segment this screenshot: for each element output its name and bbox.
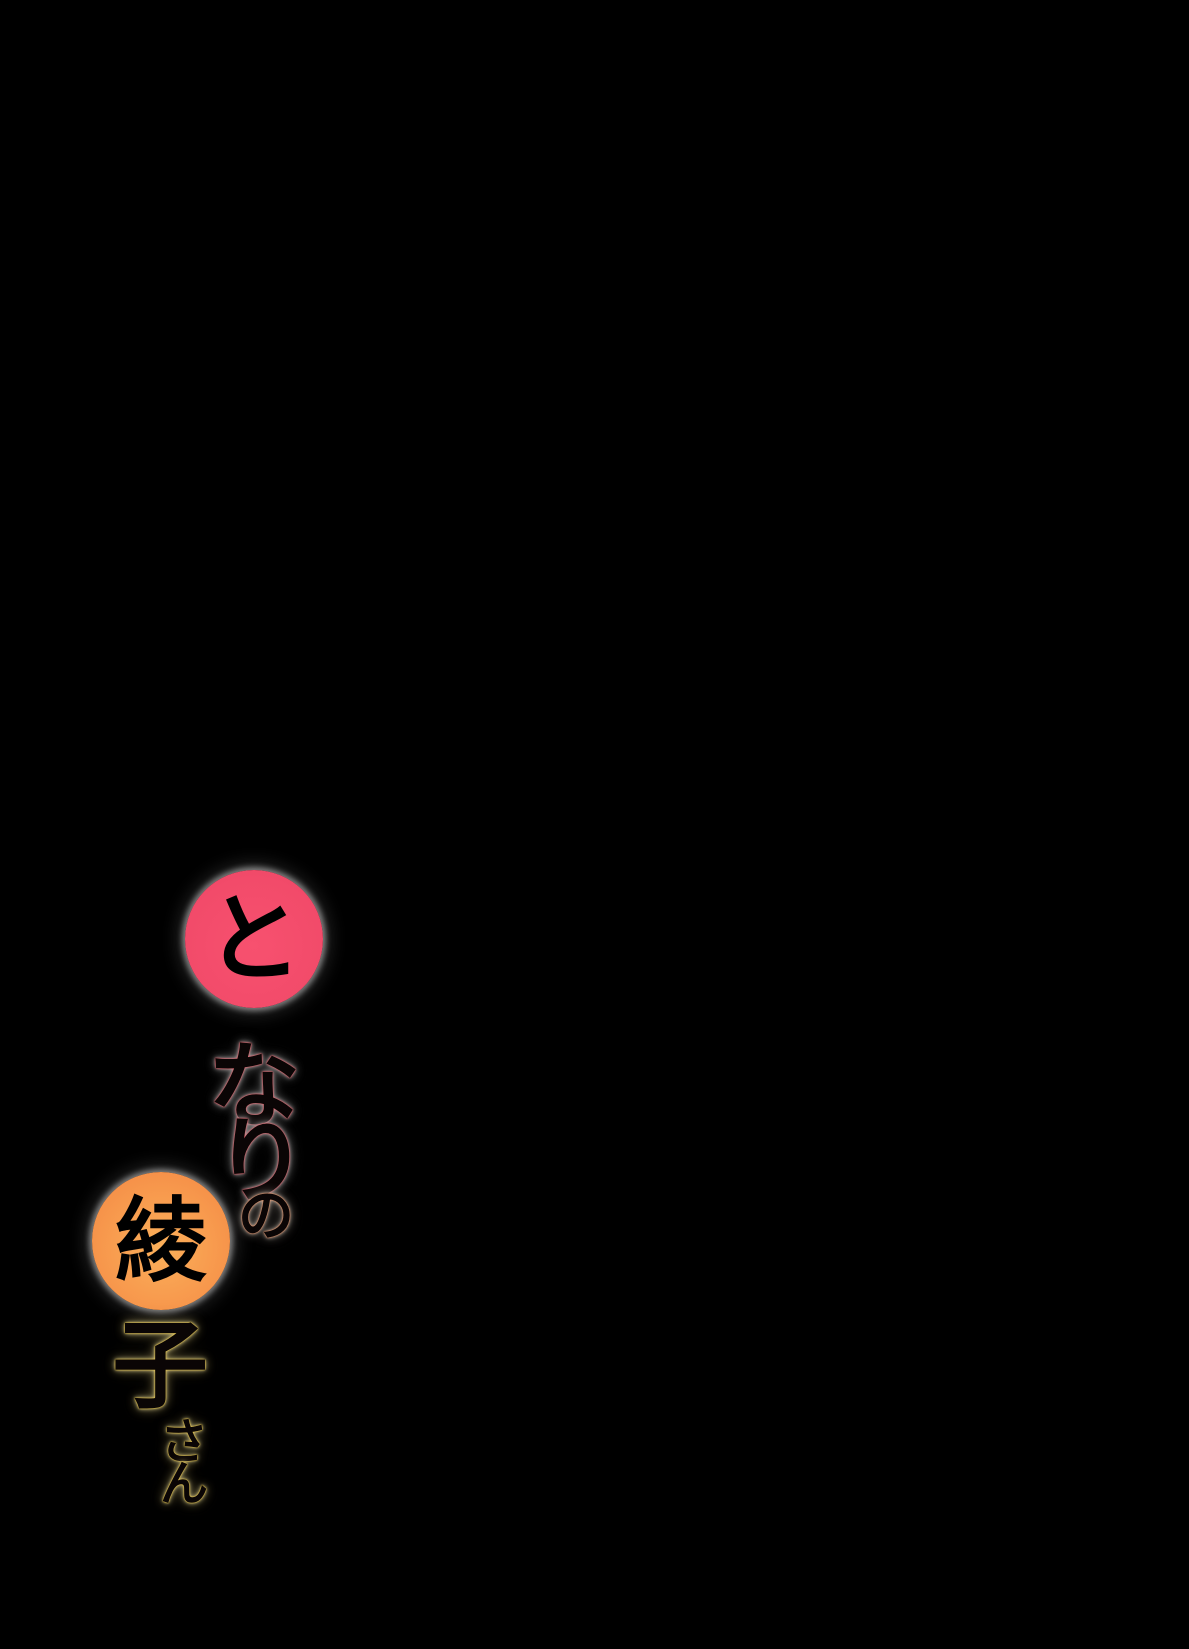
title-char-aya-circle: 綾 [92,1172,230,1310]
title-char-sa: さ [160,1414,209,1470]
title-char-to-circle: と [185,870,323,1008]
title-char-na: な [208,1032,301,1140]
title-char-aya: 綾 [114,1187,207,1295]
title-char-ri: り [215,1107,308,1215]
title-char-no: の [238,1183,294,1249]
title-char-to: と [206,882,302,995]
title-char-ko: 子 [112,1309,208,1422]
title-char-n: ん [160,1456,209,1512]
